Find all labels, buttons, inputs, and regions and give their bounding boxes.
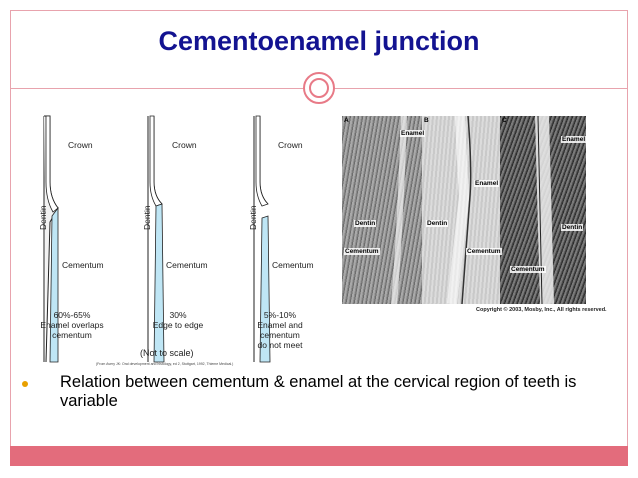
- micrograph-a-dentin-label: Dentin: [354, 220, 377, 227]
- dentin-label-2: Dentin: [142, 205, 152, 230]
- caption-edge: 30% Edge to edge: [146, 310, 210, 330]
- caption-gap: 5%-10% Enamel and cementum do not meet: [248, 310, 312, 350]
- crown-label-3: Crown: [278, 140, 303, 150]
- slide-title: Cementoenamel junction: [158, 26, 480, 56]
- dentin-label-3: Dentin: [248, 205, 258, 230]
- caption-gap-line2: cementum: [260, 330, 300, 340]
- bullet-text: Relation between cementum & enamel at th…: [60, 373, 577, 410]
- slide-frame-top: [10, 10, 628, 106]
- cementum-label-2: Cementum: [166, 260, 208, 270]
- crown-label-2: Crown: [172, 140, 197, 150]
- caption-overlap: 60%-65% Enamel overlaps cementum: [40, 310, 104, 340]
- caption-edge-line1: Edge to edge: [152, 320, 204, 330]
- micrograph-a-enamel-label: Enamel: [400, 130, 426, 137]
- cej-micrographs: A B C Enamel Dentin Cementum Enamel Dent…: [342, 116, 586, 304]
- crown-label-1: Crown: [68, 140, 93, 150]
- ornament-inner-ring: [309, 78, 329, 98]
- caption-edge-percent: 30%: [169, 310, 187, 320]
- micrograph-b-dentin-label: Dentin: [426, 220, 449, 227]
- not-to-scale-note: (Not to scale): [140, 348, 194, 358]
- title-divider-ornament: [303, 72, 335, 104]
- dentin-label-1: Dentin: [38, 205, 48, 230]
- tooth-schematic-svg: [43, 115, 271, 363]
- caption-overlap-line1: Enamel overlaps: [40, 320, 104, 330]
- caption-gap-line1: Enamel and: [257, 320, 303, 330]
- micrograph-overlay-svg: [391, 116, 554, 304]
- cej-schematic-diagram: Dentin Dentin Dentin Crown Crown Crown C…: [36, 112, 336, 370]
- micrograph-panel-a: [342, 116, 422, 304]
- caption-overlap-line2: cementum: [52, 330, 92, 340]
- cementum-label-1: Cementum: [62, 260, 104, 270]
- micrograph-letter-a: A: [344, 117, 349, 124]
- footer-accent-bar: [10, 446, 628, 466]
- micrograph-c-dentin-label: Dentin: [561, 224, 584, 231]
- micrograph-a-cementum-label: Cementum: [344, 248, 380, 255]
- micrograph-c-cementum-label: Cementum: [510, 266, 546, 273]
- micrograph-letter-c: C: [502, 117, 507, 124]
- caption-gap-line3: do not meet: [257, 340, 303, 350]
- micrograph-c-enamel-label: Enamel: [561, 136, 586, 143]
- source-note: (From Avery JK: Oral development and his…: [96, 362, 234, 366]
- bullet-icon: [22, 381, 28, 387]
- cementum-label-3: Cementum: [272, 260, 314, 270]
- schematic-panel-gap: [253, 115, 271, 363]
- micrograph-copyright: Copyright © 2003, Mosby, Inc., All right…: [476, 307, 607, 313]
- caption-gap-percent: 5%-10%: [263, 310, 297, 320]
- micrograph-b-cementum-label: Cementum: [466, 248, 502, 255]
- micrograph-letter-b: B: [424, 117, 429, 124]
- schematic-panel-overlap: [43, 115, 59, 363]
- caption-overlap-percent: 60%-65%: [53, 310, 91, 320]
- micrograph-b-enamel-label: Enamel: [474, 180, 500, 187]
- schematic-panel-edge: [147, 115, 165, 363]
